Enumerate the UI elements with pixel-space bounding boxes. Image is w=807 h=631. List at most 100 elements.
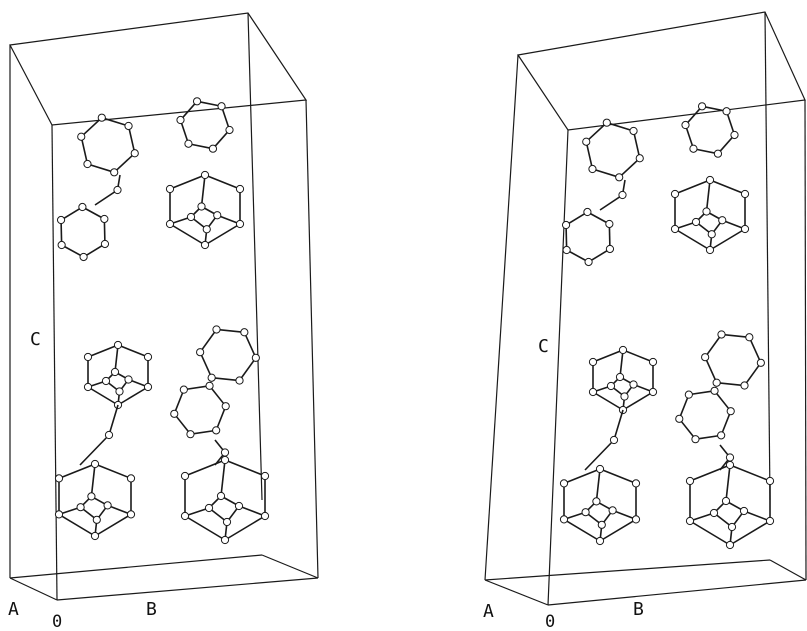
bond: [204, 223, 241, 246]
bond: [705, 179, 711, 212]
atom: [740, 381, 749, 390]
atom: [608, 506, 617, 515]
bond: [216, 328, 245, 334]
bond: [618, 157, 641, 178]
bond: [61, 244, 84, 258]
bond: [743, 510, 771, 522]
bond: [701, 105, 727, 113]
atom: [725, 540, 735, 550]
atom: [104, 430, 114, 440]
atom: [717, 431, 726, 440]
atom: [126, 510, 136, 519]
axis-label-c: C: [30, 329, 41, 350]
axis-label-c: C: [538, 336, 549, 357]
unit-cell-box: [484, 11, 807, 606]
bond: [169, 174, 206, 190]
atom: [90, 459, 100, 469]
atom: [235, 184, 245, 194]
atom: [90, 531, 100, 541]
atom: [670, 189, 680, 199]
right-view: C A 0 B: [483, 11, 807, 631]
atom: [620, 392, 629, 401]
atom: [216, 491, 226, 501]
atom: [212, 426, 221, 435]
bond: [709, 179, 746, 195]
atom: [739, 506, 749, 516]
atom: [126, 474, 136, 483]
atom: [202, 225, 211, 234]
atom: [78, 202, 87, 212]
atom: [605, 219, 614, 229]
bond: [678, 418, 697, 440]
atom: [184, 139, 193, 148]
atom: [207, 373, 216, 382]
bond: [709, 228, 746, 251]
atom: [631, 515, 641, 524]
molecule-group: [54, 97, 270, 545]
atom: [235, 219, 245, 229]
atom: [143, 352, 153, 362]
bond: [632, 130, 641, 159]
atom: [606, 381, 616, 391]
axis-label-a: A: [8, 599, 19, 620]
atom: [631, 479, 641, 488]
bond: [622, 391, 654, 411]
atom: [260, 471, 270, 481]
atom: [582, 137, 591, 146]
atom: [110, 168, 119, 177]
atom: [588, 164, 597, 174]
bond: [188, 142, 214, 150]
bond: [184, 515, 226, 541]
bond: [220, 106, 231, 131]
bond: [717, 134, 736, 155]
atom: [54, 510, 64, 519]
atom: [186, 212, 196, 222]
bond: [585, 122, 608, 143]
atom: [220, 448, 230, 457]
bond: [196, 100, 222, 108]
bond: [592, 168, 620, 179]
atom: [697, 102, 707, 111]
atom: [251, 353, 260, 362]
atom: [740, 224, 750, 234]
bond: [173, 413, 192, 435]
atom: [561, 220, 571, 230]
bond: [169, 223, 206, 246]
atom: [220, 455, 230, 465]
bond: [729, 520, 771, 546]
bond: [695, 434, 722, 440]
atom: [765, 516, 775, 526]
atom: [79, 252, 88, 262]
atom: [670, 224, 680, 234]
atom: [635, 154, 644, 163]
atom: [213, 211, 222, 220]
atom: [681, 120, 690, 130]
bond: [725, 464, 731, 502]
bond: [83, 243, 106, 258]
bond: [103, 218, 106, 245]
atom: [648, 387, 658, 397]
atom: [92, 515, 101, 524]
atom: [559, 479, 569, 488]
bond: [184, 507, 210, 517]
bond: [224, 459, 266, 477]
bond: [563, 468, 601, 485]
atom: [170, 409, 179, 418]
bond: [113, 152, 136, 173]
atom: [200, 240, 210, 250]
bond: [173, 389, 185, 415]
bond: [117, 386, 149, 406]
atom: [685, 516, 695, 526]
bond: [224, 515, 266, 541]
bond: [101, 116, 129, 127]
atom: [725, 460, 735, 470]
bond: [179, 119, 190, 144]
bond: [208, 385, 227, 407]
atom: [130, 149, 139, 158]
atom: [602, 118, 611, 127]
bond: [117, 344, 149, 358]
atom: [222, 517, 232, 527]
atom: [592, 497, 601, 506]
atom: [179, 385, 188, 394]
atom: [101, 376, 111, 386]
